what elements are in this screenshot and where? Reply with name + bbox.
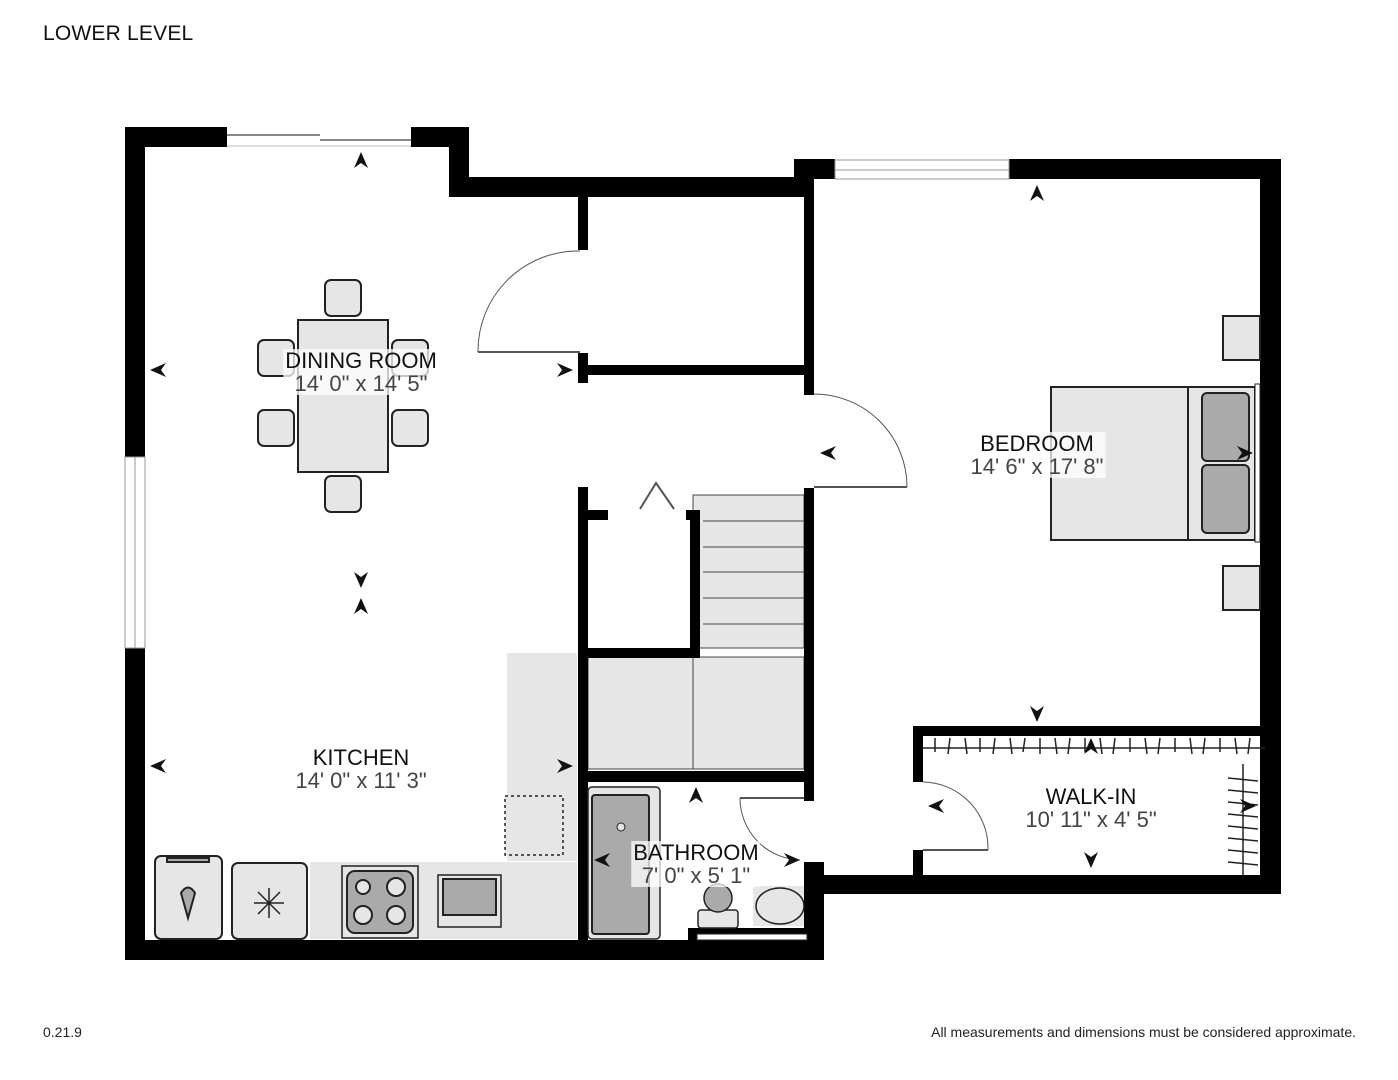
snowflake-icon [254,888,284,918]
disclaimer-text: All measurements and dimensions must be … [931,1024,1356,1040]
doors [477,250,989,861]
kitchen-appliances [154,795,564,940]
nightstand-icon [1222,565,1261,611]
dimension-markers [150,152,1256,868]
room-dimensions: 7' 0" x 5' 1" [631,864,761,887]
room-label-bedroom: BEDROOM 14' 6" x 17' 8" [968,432,1106,480]
dining-table-set [257,279,429,513]
bathroom-sink-icon [755,887,805,925]
nightstand-icon [1222,315,1261,361]
room-name: BATHROOM [631,840,761,865]
room-dimensions: 10' 11" x 4' 5" [1023,807,1159,833]
level-title: LOWER LEVEL [43,22,194,45]
room-name: WALK-IN [1023,785,1159,808]
room-dimensions: 14' 0" x 14' 5" [283,372,439,395]
walls [125,127,1281,960]
room-name: KITCHEN [293,746,429,769]
room-label-bathroom: BATHROOM 7' 0" x 5' 1" [631,840,761,887]
room-name: BEDROOM [968,432,1106,455]
bedroom-furniture [1050,315,1261,611]
room-name: DINING ROOM [283,348,439,373]
room-dimensions: 14' 6" x 17' 8" [968,454,1106,480]
room-label-walk-in: WALK-IN 10' 11" x 4' 5" [1023,785,1159,833]
room-label-kitchen: KITCHEN 14' 0" x 11' 3" [293,746,429,794]
version-label: 0.21.9 [43,1024,82,1040]
room-label-dining: DINING ROOM 14' 0" x 14' 5" [283,349,439,395]
windows [124,134,1010,649]
room-dimensions: 14' 0" x 11' 3" [293,768,429,794]
kitchen-island [504,795,564,856]
